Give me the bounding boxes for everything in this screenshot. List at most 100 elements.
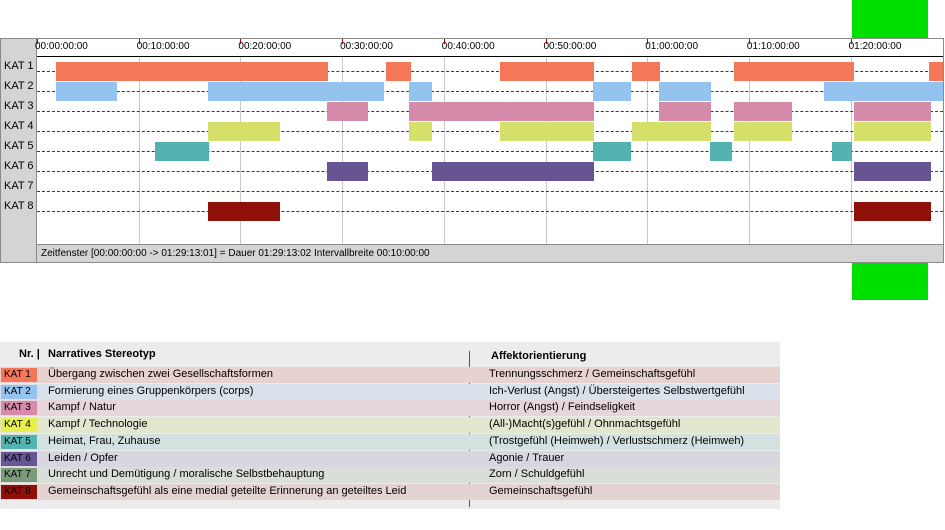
tick-mark xyxy=(443,39,445,44)
segment-bar[interactable] xyxy=(853,102,931,121)
segment-bar[interactable] xyxy=(409,82,432,101)
legend-row: KAT 3 Kampf / Natur Horror (Angst) / Feind… xyxy=(0,400,780,417)
row-baseline xyxy=(37,131,943,132)
tick-label: 01:10:00:00 xyxy=(746,41,800,52)
timeline-status-bar: Zeitfenster [00:00:00:00 -> 01:29:13:01]… xyxy=(37,244,943,262)
segment-bar[interactable] xyxy=(499,62,595,81)
affect-text: Trennungsschmerz / Gemeinschaftsgefühl xyxy=(489,368,696,380)
row-label: KAT 2 xyxy=(4,80,34,92)
segment-bar[interactable] xyxy=(326,162,368,181)
segment-bar[interactable] xyxy=(207,202,281,221)
tick-label: 00:00:00:00 xyxy=(35,41,88,52)
affect-text: Gemeinschaftsgefühl xyxy=(489,484,593,497)
segment-bar[interactable] xyxy=(207,82,384,101)
tick-label: 00:20:00:00 xyxy=(238,41,292,52)
segment-bar[interactable] xyxy=(593,142,631,161)
legend-row: KAT 8 Gemeinschaftsgefühl als eine medial… xyxy=(0,483,780,500)
segment-bar[interactable] xyxy=(659,102,712,121)
category-badge: KAT 4 xyxy=(1,418,37,433)
stereotype-text: Leiden / Opfer xyxy=(48,451,118,464)
category-legend: Nr. | Narratives Stereotyp Affektorienti… xyxy=(0,342,780,509)
tick-label: 00:50:00:00 xyxy=(543,41,597,52)
tick-mark xyxy=(647,39,649,44)
category-badge: KAT 3 xyxy=(1,401,37,416)
row-label: KAT 3 xyxy=(4,100,34,112)
segment-bar[interactable] xyxy=(431,162,595,181)
legend-row: KAT 6 Leiden / Opfer Agonie / Trauer xyxy=(0,450,780,467)
affect-text: Zorn / Schuldgefühl xyxy=(489,468,585,481)
segment-bar[interactable] xyxy=(733,62,854,81)
segment-bar[interactable] xyxy=(593,82,631,101)
segment-bar[interactable] xyxy=(207,122,281,141)
tick-label: 01:20:00:00 xyxy=(848,41,902,52)
row-baseline xyxy=(37,191,943,192)
legend-row: KAT 2 Formierung eines Gruppenkörpers (co… xyxy=(0,383,780,400)
stereotype-text: Kampf / Natur xyxy=(48,401,116,414)
row-baseline xyxy=(37,211,943,212)
row-label: KAT 7 xyxy=(4,180,34,192)
segment-bar[interactable] xyxy=(733,102,792,121)
segment-bar[interactable] xyxy=(710,142,732,161)
row-baseline xyxy=(37,151,943,152)
tick-mark xyxy=(748,39,750,44)
legend-row: KAT 1 Übergang zwischen zwei Gesellschaft… xyxy=(0,367,780,383)
segment-bar[interactable] xyxy=(326,102,368,121)
affect-text: Ich-Verlust (Angst) / Übersteigertes Sel… xyxy=(489,384,745,397)
tick-mark xyxy=(545,39,547,44)
segment-bar[interactable] xyxy=(56,82,118,101)
segment-bar[interactable] xyxy=(154,142,209,161)
category-badge: KAT 7 xyxy=(1,468,37,483)
segment-bar[interactable] xyxy=(385,62,412,81)
tick-mark xyxy=(138,39,140,44)
segment-bar[interactable] xyxy=(832,142,852,161)
segment-bar[interactable] xyxy=(853,162,931,181)
tick-label: 00:40:00:00 xyxy=(441,41,495,52)
row-label: KAT 6 xyxy=(4,160,34,172)
affect-text: Horror (Angst) / Feindseligkeit xyxy=(489,401,636,414)
segment-bar[interactable] xyxy=(56,62,328,81)
green-marker-top xyxy=(852,0,928,38)
row-baseline xyxy=(37,71,943,72)
segment-bar[interactable] xyxy=(409,122,432,141)
segment-bar[interactable] xyxy=(659,82,712,101)
category-badge: KAT 2 xyxy=(1,384,37,399)
green-marker-bottom xyxy=(852,263,928,300)
category-badge: KAT 5 xyxy=(1,434,37,449)
legend-header-nr: Nr. | xyxy=(19,348,40,360)
stereotype-text: Unrecht und Demütigung / moralische Selb… xyxy=(48,468,325,481)
segment-bar[interactable] xyxy=(631,122,712,141)
tick-mark xyxy=(342,39,344,44)
tick-label: 01:00:00:00 xyxy=(645,41,699,52)
legend-header-stereotype: Narratives Stereotyp xyxy=(48,348,156,360)
segment-bar[interactable] xyxy=(853,122,931,141)
stereotype-text: Gemeinschaftsgefühl als eine medial gete… xyxy=(48,484,407,497)
row-label: KAT 5 xyxy=(4,140,34,152)
segment-bar[interactable] xyxy=(631,62,661,81)
segment-bar[interactable] xyxy=(853,202,931,221)
segment-bar[interactable] xyxy=(824,82,943,101)
segment-bar[interactable] xyxy=(499,122,595,141)
tick-label: 00:10:00:00 xyxy=(136,41,190,52)
stereotype-text: Kampf / Technologie xyxy=(48,418,148,431)
affect-text: Agonie / Trauer xyxy=(489,451,565,464)
category-badge: KAT 8 xyxy=(1,484,37,499)
affect-text: (Trostgefühl (Heimweh) / Verlustschmerz … xyxy=(489,434,745,447)
stereotype-text: Heimat, Frau, Zuhause xyxy=(48,434,161,447)
row-label: KAT 8 xyxy=(4,200,34,212)
stereotype-text: Formierung eines Gruppenkörpers (corps) xyxy=(48,384,254,397)
stereotype-text: Übergang zwischen zwei Gesellschaftsform… xyxy=(48,368,273,380)
tick-mark xyxy=(240,39,242,44)
tick-mark xyxy=(850,39,852,44)
category-badge: KAT 1 xyxy=(1,368,37,382)
segment-bar[interactable] xyxy=(733,122,792,141)
segment-bar[interactable] xyxy=(928,62,943,81)
legend-row: KAT 4 Kampf / Technologie (All-)Macht(s)ge… xyxy=(0,417,780,434)
row-label: KAT 1 xyxy=(4,60,34,72)
segment-bar[interactable] xyxy=(409,102,595,121)
category-badge: KAT 6 xyxy=(1,451,37,466)
legend-header-affect: Affektorientierung xyxy=(491,350,587,362)
legend-row: KAT 7 Unrecht und Demütigung / moralische… xyxy=(0,467,780,484)
row-label-gutter xyxy=(1,39,37,262)
affect-text: (All-)Macht(s)gefühl / Ohnmachtsgefühl xyxy=(489,418,681,431)
